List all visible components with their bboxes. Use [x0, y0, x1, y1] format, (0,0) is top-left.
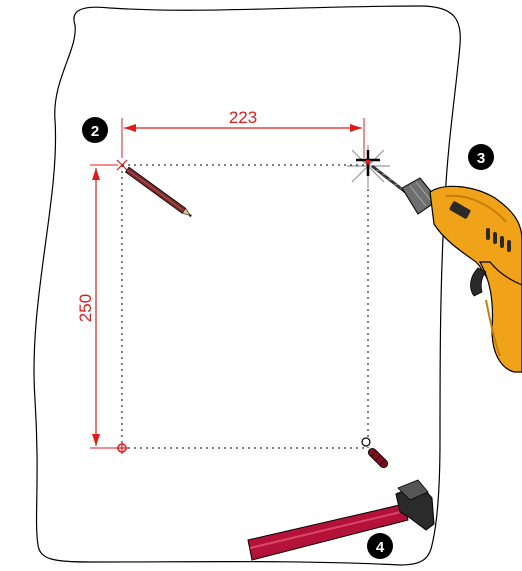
wall-plug-icon	[367, 447, 389, 469]
width-dimension-label: 223	[229, 108, 257, 127]
height-dimension-label: 250	[76, 294, 95, 322]
hole-mark-bottom-left	[116, 442, 128, 454]
step-badge-2: 2	[82, 117, 108, 143]
step-badge-3-number: 3	[477, 150, 485, 167]
step-badge-2-number: 2	[91, 123, 99, 140]
step-badge-3: 3	[468, 144, 494, 170]
pencil-icon	[124, 166, 192, 217]
step-badge-4: 4	[367, 533, 393, 559]
hole-bottom-right	[361, 437, 371, 447]
corner-mark-top-left	[116, 159, 128, 171]
step-badge-4-number: 4	[376, 539, 385, 556]
hole-pattern-outline	[121, 164, 369, 449]
hammer-icon	[247, 479, 435, 561]
drill-target-mark	[347, 145, 390, 188]
wall-outline	[33, 5, 461, 566]
height-dimension	[90, 164, 118, 449]
drill-icon	[371, 164, 522, 373]
width-dimension	[121, 118, 365, 158]
